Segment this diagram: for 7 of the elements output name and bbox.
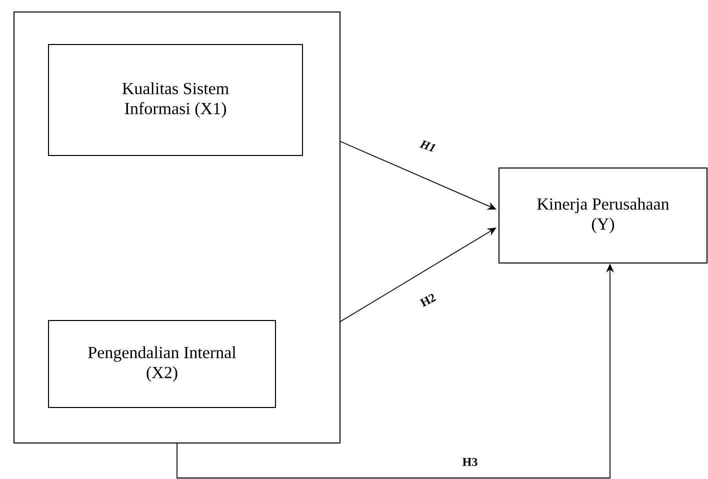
variable-box: Pengendalian Internal (X2) [48,320,276,408]
variable-box: Kualitas Sistem Informasi (X1) [48,44,303,156]
edge-label: H2 [418,292,438,308]
variable-box: Kinerja Perusahaan (Y) [498,168,708,264]
edge-label: H1 [418,138,438,154]
edge-label: H3 [461,456,479,468]
group-box [14,12,340,444]
